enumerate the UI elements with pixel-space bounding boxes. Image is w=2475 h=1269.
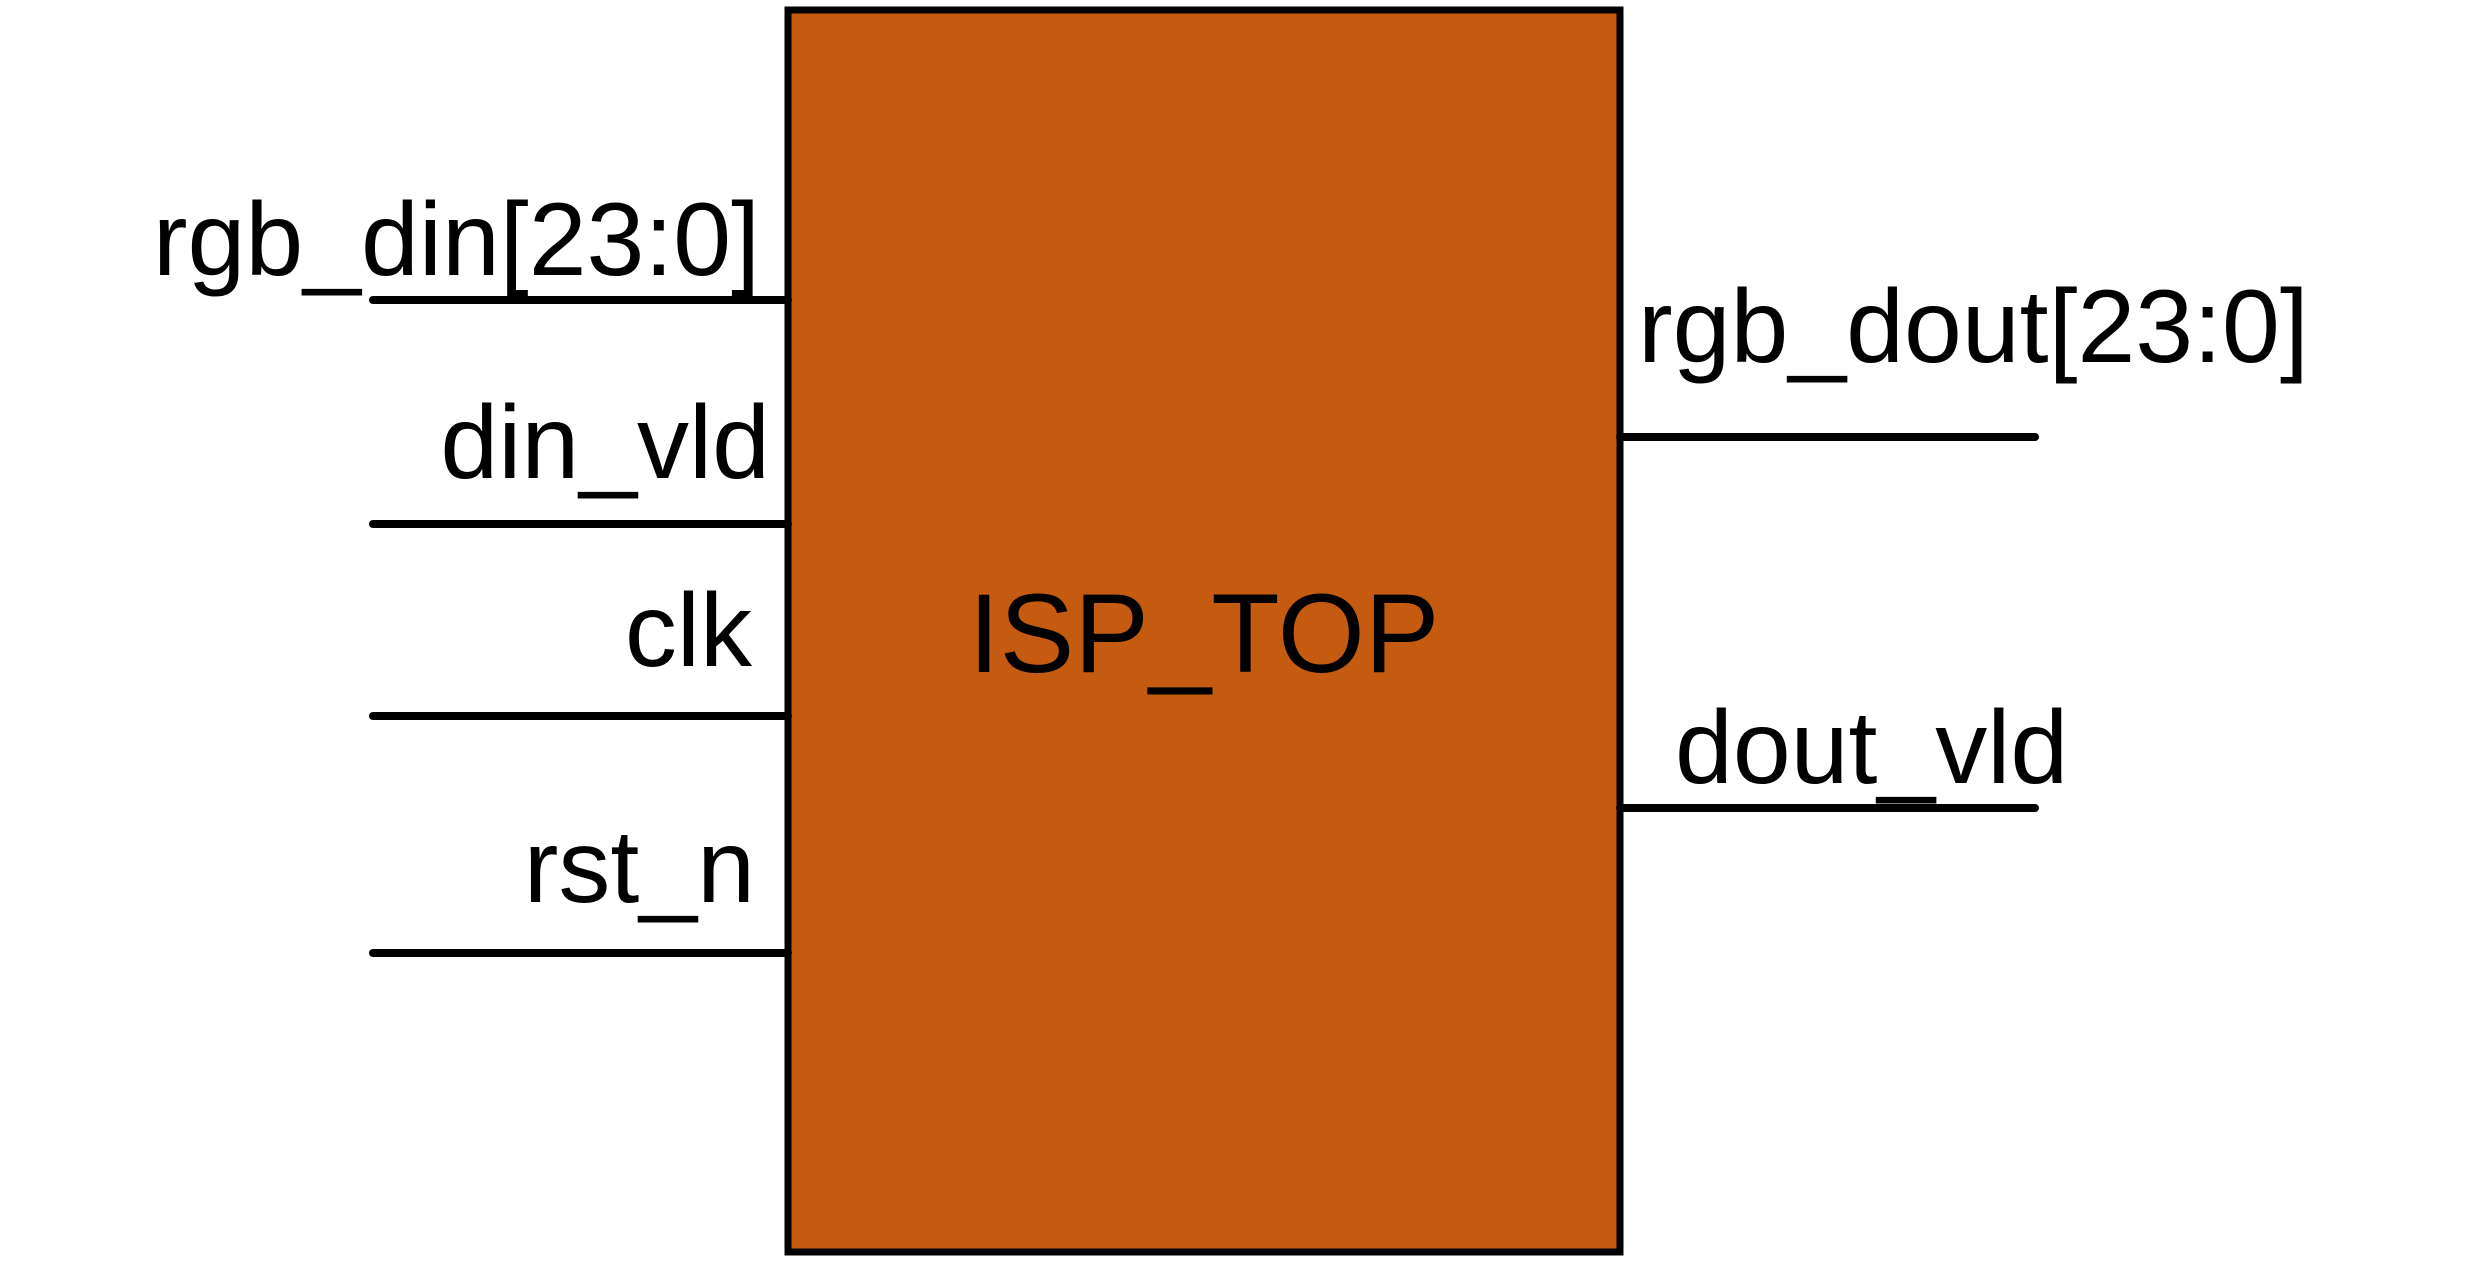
isp-top-block: [784, 6, 1624, 1256]
input-label: clk: [625, 573, 753, 689]
input-port-din-vld: din_vld: [369, 385, 792, 528]
block-label: ISP_TOP: [968, 571, 1439, 696]
output-port-dout-vld: dout_vld: [1616, 690, 2068, 812]
output-port-rgb-dout: rgb_dout[23:0]: [1616, 269, 2309, 441]
input-port-rst-n: rst_n: [369, 809, 792, 957]
input-port-rgb-din: rgb_din[23:0]: [153, 182, 792, 304]
output-label: rgb_dout[23:0]: [1638, 269, 2309, 385]
input-label: din_vld: [440, 385, 770, 501]
output-label: dout_vld: [1675, 690, 2068, 806]
input-port-clk: clk: [369, 573, 792, 720]
input-label: rgb_din[23:0]: [153, 182, 760, 298]
input-label: rst_n: [524, 809, 755, 925]
